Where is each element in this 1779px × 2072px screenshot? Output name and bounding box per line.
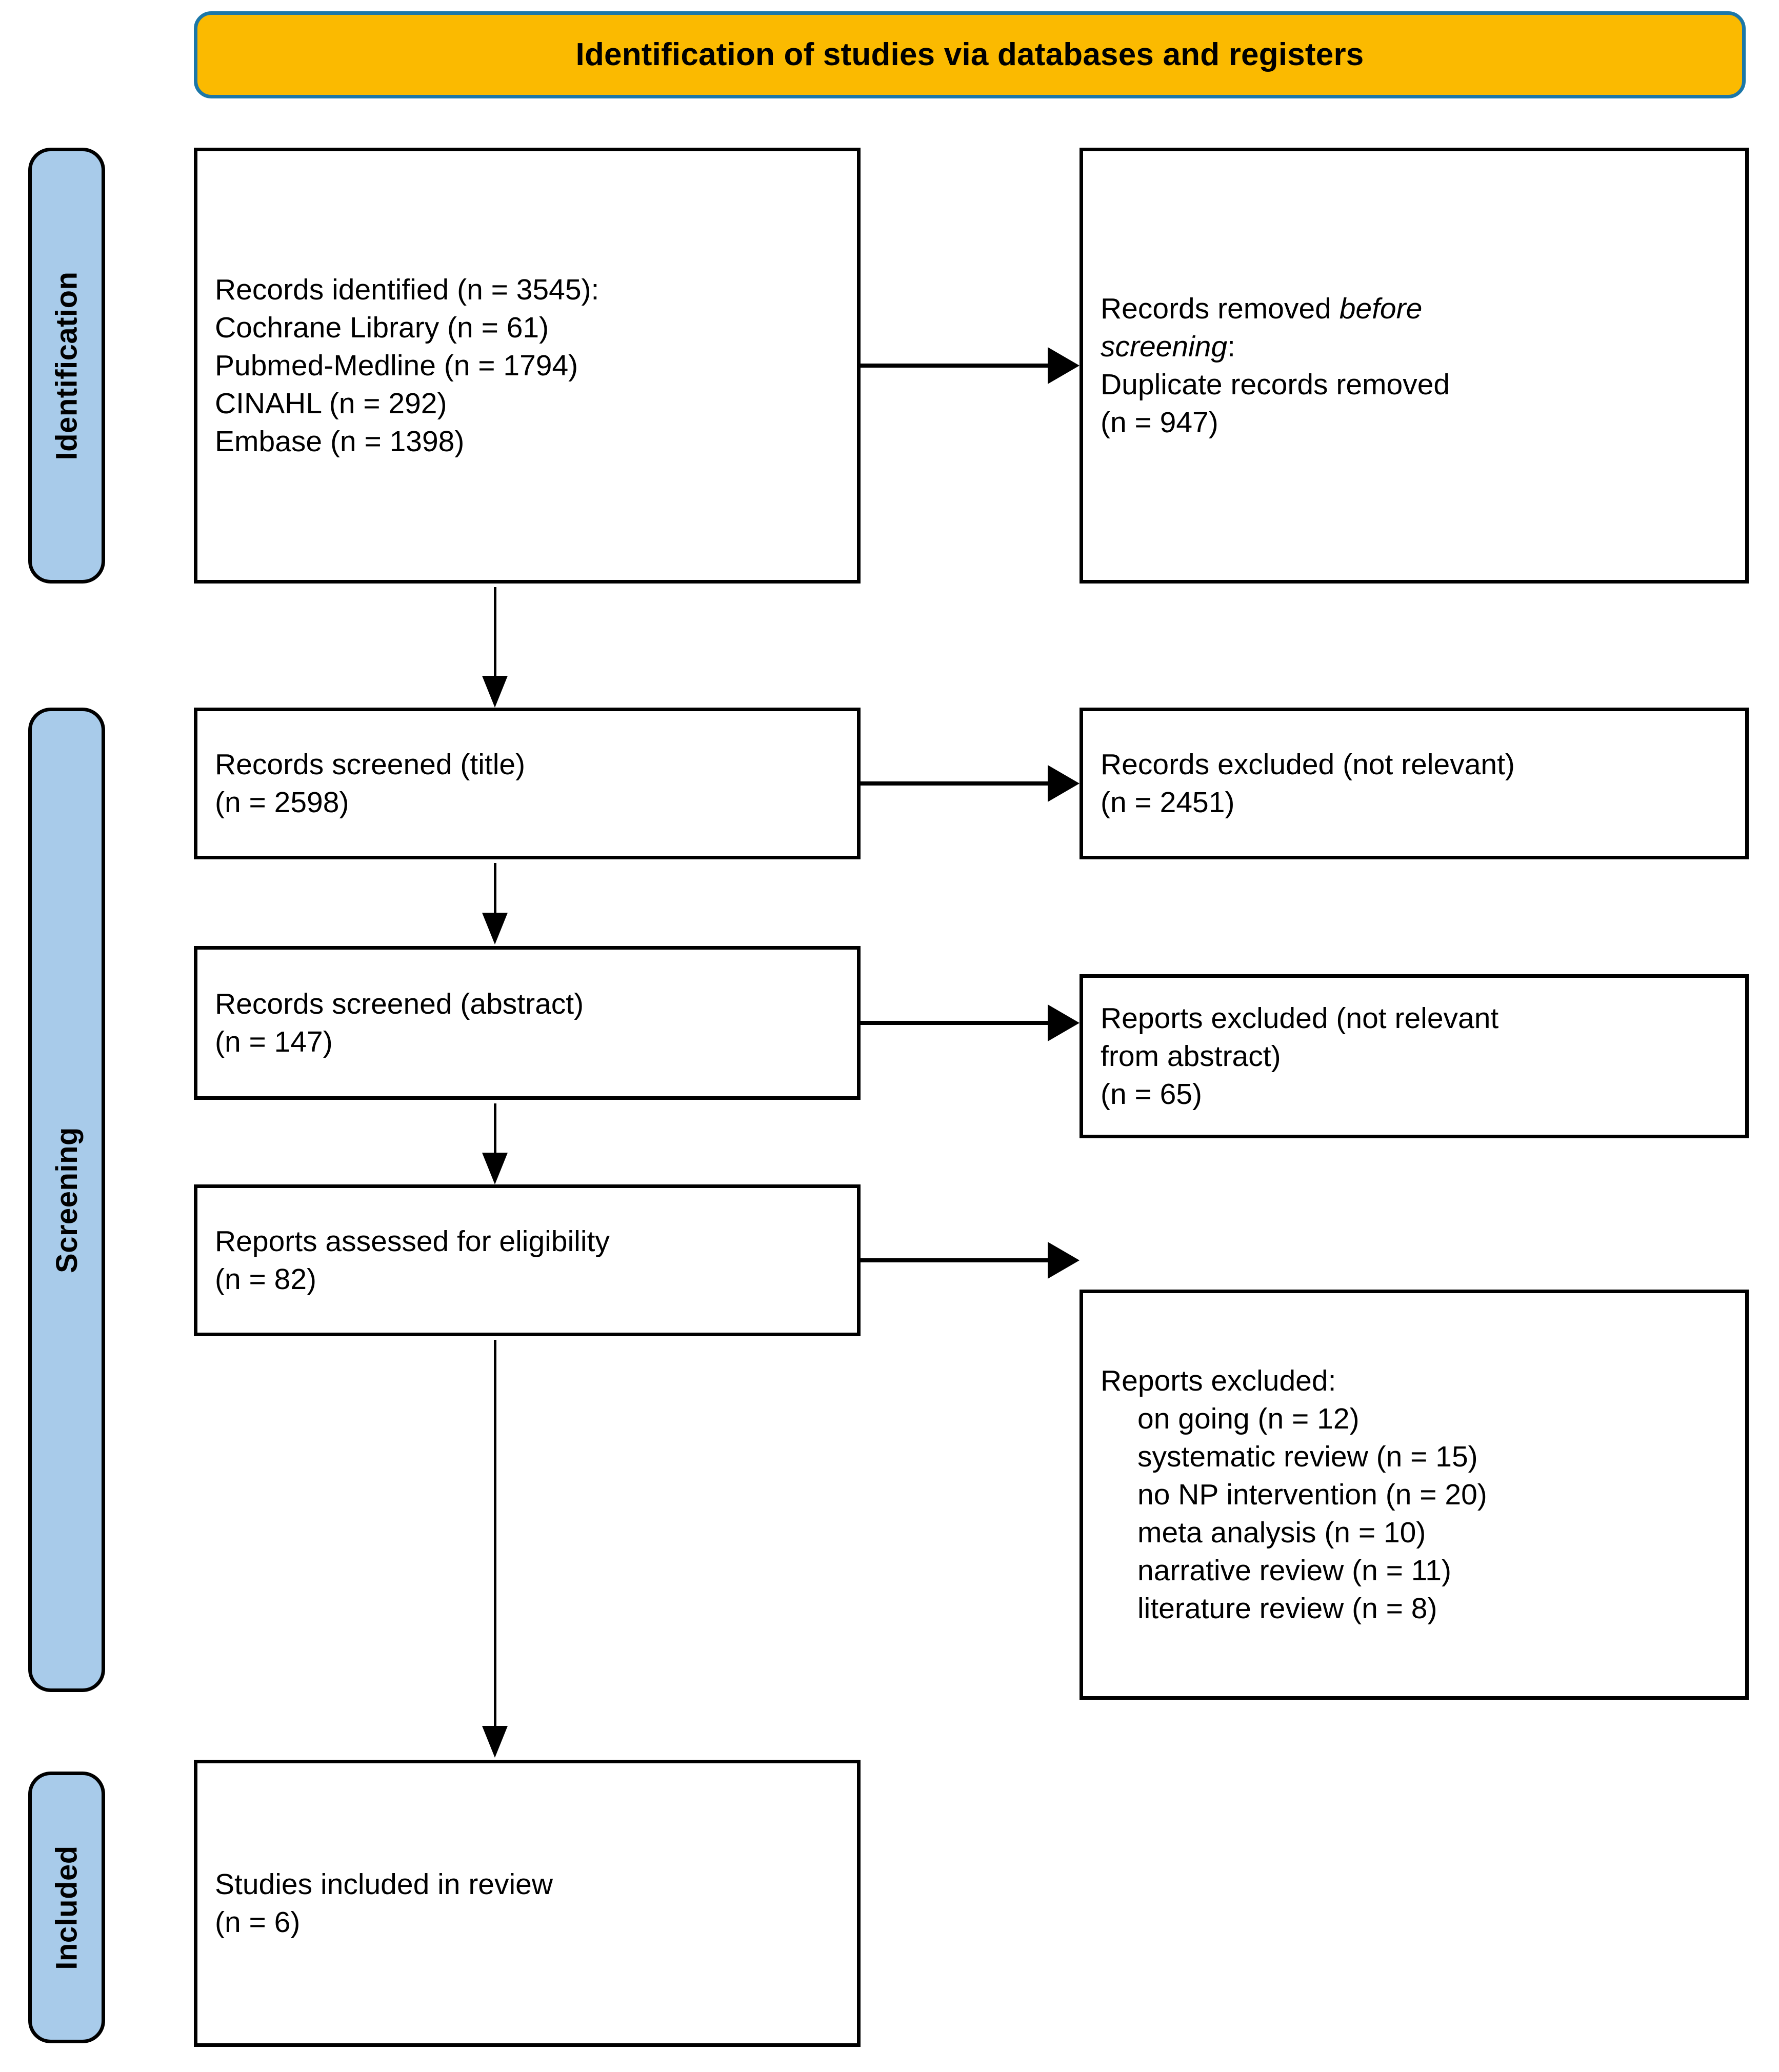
arrow-screened-title-to-abstract-line [494, 863, 496, 916]
box-reports-excluded: Reports excluded: on going (n = 12) syst… [1080, 1290, 1749, 1700]
box-records-excluded-title: Records excluded (not relevant) (n = 245… [1080, 708, 1749, 859]
records-excluded-title-line-1: Records excluded (not relevant) [1101, 748, 1515, 781]
reports-excluded-reason-1: on going (n = 12) [1137, 1402, 1360, 1435]
reports-assessed-line-2: (n = 82) [215, 1263, 317, 1296]
records-removed-line-1-italic: before [1339, 292, 1423, 325]
banner-title: Identification of studies via databases … [575, 37, 1364, 73]
box-reports-assessed-eligibility: Reports assessed for eligibility (n = 82… [194, 1184, 861, 1336]
arrow-identified-to-screened-title-line [494, 587, 496, 680]
records-screened-abstract-line-1: Records screened (abstract) [215, 987, 584, 1020]
arrow-abstract-to-eligibility-line [494, 1103, 496, 1156]
records-removed-line-1-plain: Records removed [1101, 292, 1340, 325]
reports-excluded-reason-2: systematic review (n = 15) [1137, 1440, 1478, 1473]
box-records-screened-abstract: Records screened (abstract) (n = 147) [194, 946, 861, 1100]
reports-excluded-reason-3: no NP intervention (n = 20) [1137, 1478, 1487, 1511]
stage-label-screening: Screening [28, 708, 105, 1692]
records-removed-line-2-plain: : [1227, 330, 1235, 363]
arrow-identified-to-removed-line [861, 364, 1048, 368]
records-removed-line-4: (n = 947) [1101, 406, 1218, 439]
arrow-screened-title-to-excluded-head [1048, 765, 1080, 802]
arrow-eligibility-to-included-head [482, 1726, 508, 1758]
arrow-screened-title-to-excluded-line [861, 781, 1048, 786]
box-records-screened-title: Records screened (title) (n = 2598) [194, 708, 861, 859]
stage-label-identification-text: Identification [50, 271, 84, 460]
arrow-eligibility-to-excluded-head [1048, 1242, 1080, 1279]
arrow-screened-abstract-to-excluded-line [861, 1021, 1048, 1025]
box-records-identified: Records identified (n = 3545): Cochrane … [194, 148, 861, 584]
records-removed-line-1: Records removed before [1101, 290, 1728, 328]
records-identified-line-4: CINAHL (n = 292) [215, 387, 447, 420]
records-screened-title-line-2: (n = 2598) [215, 786, 349, 819]
records-screened-title-line-1: Records screened (title) [215, 748, 526, 781]
records-removed-line-3: Duplicate records removed [1101, 368, 1450, 401]
stage-label-included-text: Included [50, 1845, 84, 1970]
stage-banner-identification: Identification of studies via databases … [194, 11, 1746, 98]
records-removed-line-2-italic: screening [1101, 330, 1228, 363]
arrow-screened-abstract-to-excluded-head [1048, 1004, 1080, 1041]
reports-assessed-line-1: Reports assessed for eligibility [215, 1224, 610, 1258]
reports-excluded-abstract-line-3: (n = 65) [1101, 1078, 1203, 1111]
arrow-eligibility-to-excluded-line [861, 1258, 1048, 1262]
records-identified-line-2: Cochrane Library (n = 61) [215, 311, 549, 344]
box-reports-excluded-abstract: Reports excluded (not relevant from abst… [1080, 974, 1749, 1138]
records-identified-line-1: Records identified (n = 3545): [215, 273, 599, 306]
records-screened-abstract-line-2: (n = 147) [215, 1025, 333, 1058]
arrow-screened-title-to-abstract-head [482, 913, 508, 944]
records-removed-line-2: screening: [1101, 328, 1728, 366]
studies-included-line-1: Studies included in review [215, 1867, 553, 1901]
stage-label-identification: Identification [28, 148, 105, 584]
stage-label-screening-text: Screening [50, 1126, 84, 1273]
reports-excluded-reason-4: meta analysis (n = 10) [1137, 1516, 1426, 1550]
arrow-identified-to-removed-head [1048, 347, 1080, 384]
arrow-abstract-to-eligibility-head [482, 1153, 508, 1184]
reports-excluded-abstract-line-2: from abstract) [1101, 1039, 1281, 1073]
box-records-removed: Records removed before screening: Duplic… [1080, 148, 1749, 584]
box-studies-included: Studies included in review (n = 6) [194, 1760, 861, 2047]
arrow-identified-to-screened-title-head [482, 676, 508, 708]
records-identified-line-3: Pubmed-Medline (n = 1794) [215, 349, 578, 382]
reports-excluded-abstract-line-1: Reports excluded (not relevant [1101, 1001, 1499, 1035]
studies-included-line-2: (n = 6) [215, 1906, 301, 1939]
reports-excluded-reason-6: literature review (n = 8) [1137, 1592, 1437, 1625]
reports-excluded-reason-5: narrative review (n = 11) [1137, 1554, 1451, 1587]
stage-label-included: Included [28, 1772, 105, 2043]
reports-excluded-heading: Reports excluded: [1101, 1364, 1336, 1397]
arrow-eligibility-to-included-line [494, 1340, 496, 1729]
records-excluded-title-line-2: (n = 2451) [1101, 786, 1235, 819]
records-identified-line-5: Embase (n = 1398) [215, 425, 465, 458]
